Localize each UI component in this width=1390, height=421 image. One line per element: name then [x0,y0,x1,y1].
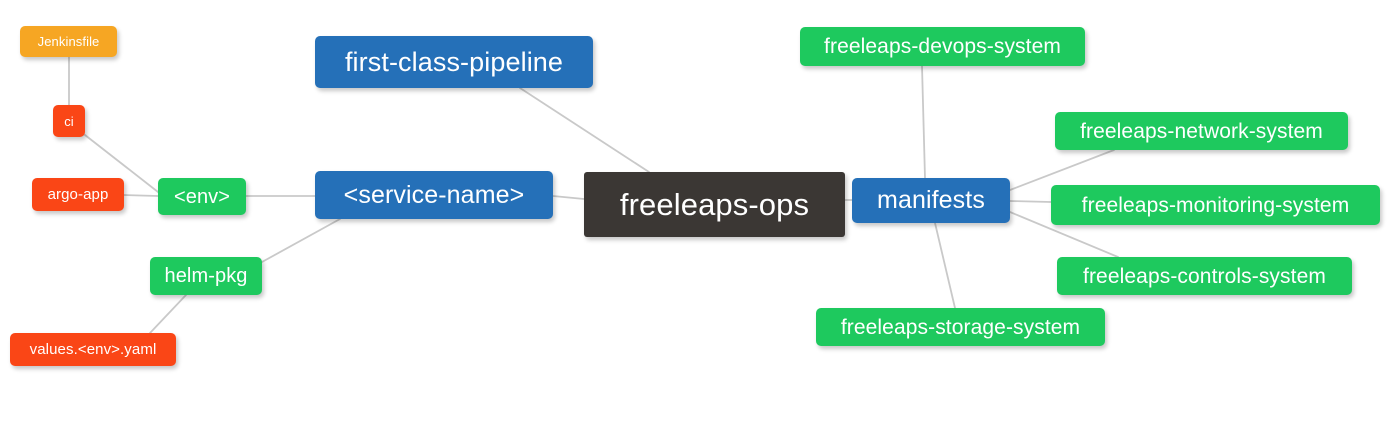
edge-argo-app-to-env [123,194,159,197]
edge-manifests-to-network [1009,149,1115,191]
node-root[interactable]: freeleaps-ops [584,172,845,237]
node-env[interactable]: <env> [158,178,246,215]
edge-ci-to-env [84,134,159,193]
edge-manifests-to-controls [1009,211,1119,258]
edge-manifests-to-storage [934,222,956,309]
node-devops[interactable]: freeleaps-devops-system [800,27,1085,66]
node-jenkinsfile[interactable]: Jenkinsfile [20,26,117,57]
node-network[interactable]: freeleaps-network-system [1055,112,1348,150]
node-ci[interactable]: ci [53,105,85,137]
node-values-yaml[interactable]: values.<env>.yaml [10,333,176,366]
node-service-name[interactable]: <service-name> [315,171,553,219]
node-monitoring[interactable]: freeleaps-monitoring-system [1051,185,1380,225]
edge-pipeline-to-root [519,87,650,173]
node-pipeline[interactable]: first-class-pipeline [315,36,593,88]
edge-manifests-to-devops [921,65,926,179]
node-helm-pkg[interactable]: helm-pkg [150,257,262,295]
edge-service-name-to-root [552,195,585,200]
node-argo-app[interactable]: argo-app [32,178,124,211]
node-manifests[interactable]: manifests [852,178,1010,223]
node-controls[interactable]: freeleaps-controls-system [1057,257,1352,295]
edge-manifests-to-monitoring [1009,200,1052,203]
edge-values-yaml-to-helm-pkg [149,294,187,334]
edge-helm-pkg-to-service-name [261,218,341,263]
node-storage[interactable]: freeleaps-storage-system [816,308,1105,346]
